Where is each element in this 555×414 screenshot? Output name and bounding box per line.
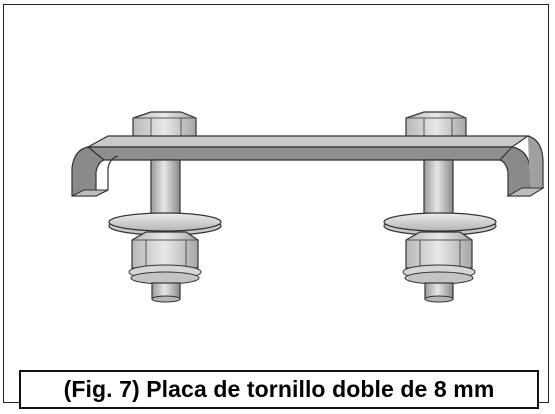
right-bolt-shaft xyxy=(423,159,454,219)
left-hex-nut xyxy=(128,231,202,285)
right-hex-nut xyxy=(402,231,476,285)
left-washer xyxy=(108,212,222,236)
figure-caption-box: (Fig. 7) Placa de tornillo doble de 8 mm xyxy=(19,370,539,409)
bent-plate xyxy=(71,135,545,197)
left-bolt-shaft xyxy=(150,159,181,219)
right-bolt-tip xyxy=(424,282,454,303)
left-bolt-tip xyxy=(151,282,181,303)
figure-frame xyxy=(3,4,549,403)
right-washer xyxy=(383,212,497,236)
figure-caption: (Fig. 7) Placa de tornillo doble de 8 mm xyxy=(63,376,495,402)
